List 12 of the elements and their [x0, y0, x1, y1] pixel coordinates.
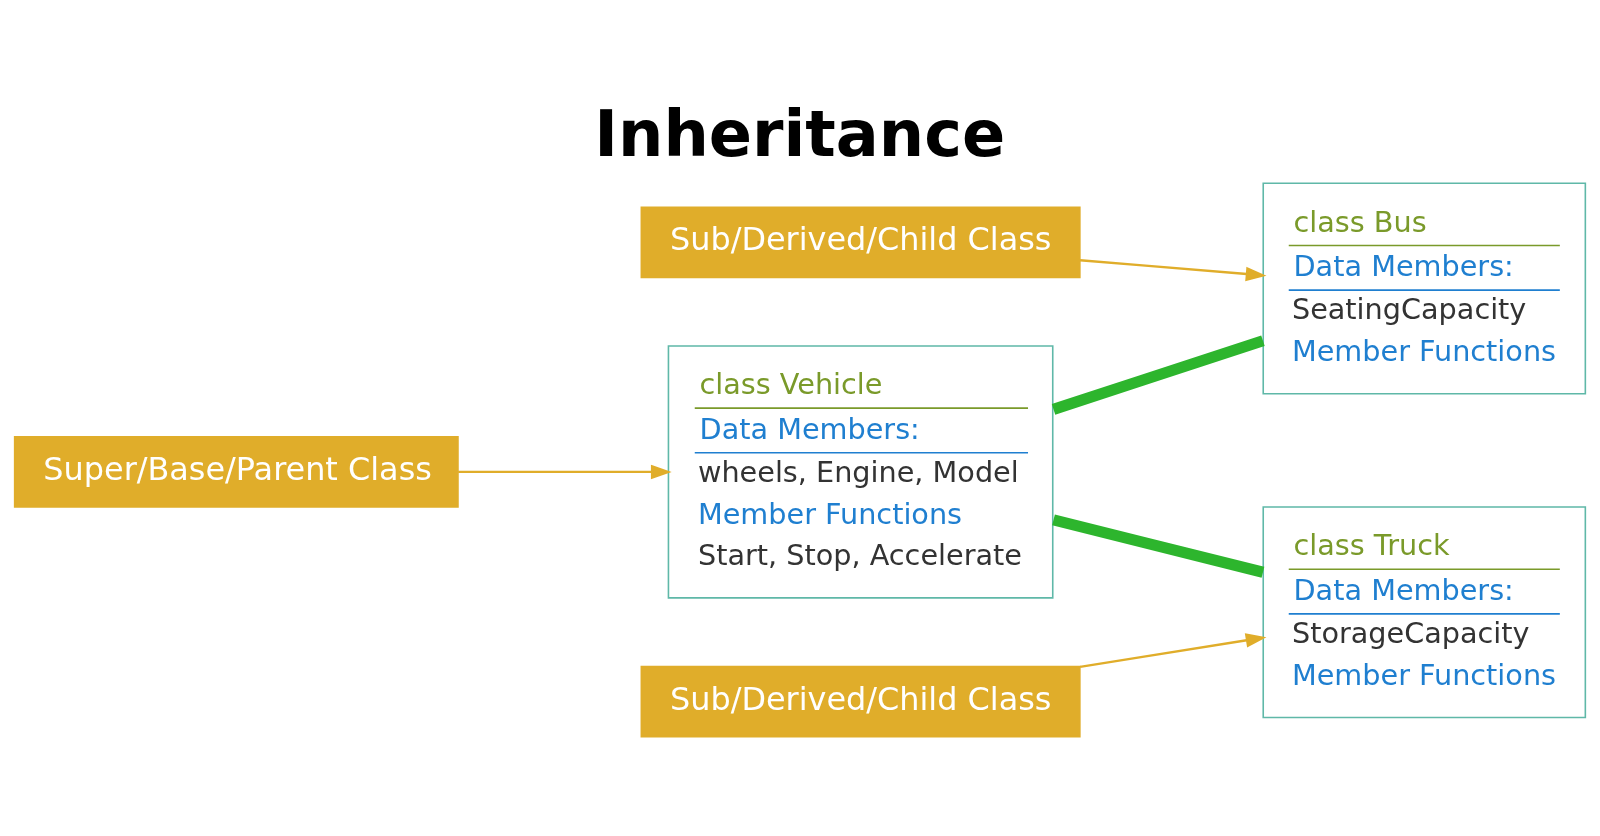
- diagram-title: Inheritance: [594, 96, 1006, 171]
- node-box: class Bus Data Members: SeatingCapacity Member Functions: [1262, 182, 1587, 395]
- node-box: Sub/Derived/Child Class: [640, 205, 1081, 278]
- node-box: Super/Base/Parent Class: [13, 435, 459, 508]
- connector: [1052, 513, 1265, 578]
- arrow: [458, 464, 672, 479]
- arrow: [1080, 258, 1267, 281]
- node-box: Sub/Derived/Child Class: [640, 665, 1081, 737]
- node-box: class Truck Data Members: StorageCapacity Member Functions: [1262, 505, 1587, 718]
- connector: [1051, 335, 1265, 415]
- arrow: [1079, 632, 1267, 668]
- node-box: class Vehicle Data Members: wheels, Engine, Model Member Functions Start, Stop, Accelerate: [667, 344, 1054, 599]
